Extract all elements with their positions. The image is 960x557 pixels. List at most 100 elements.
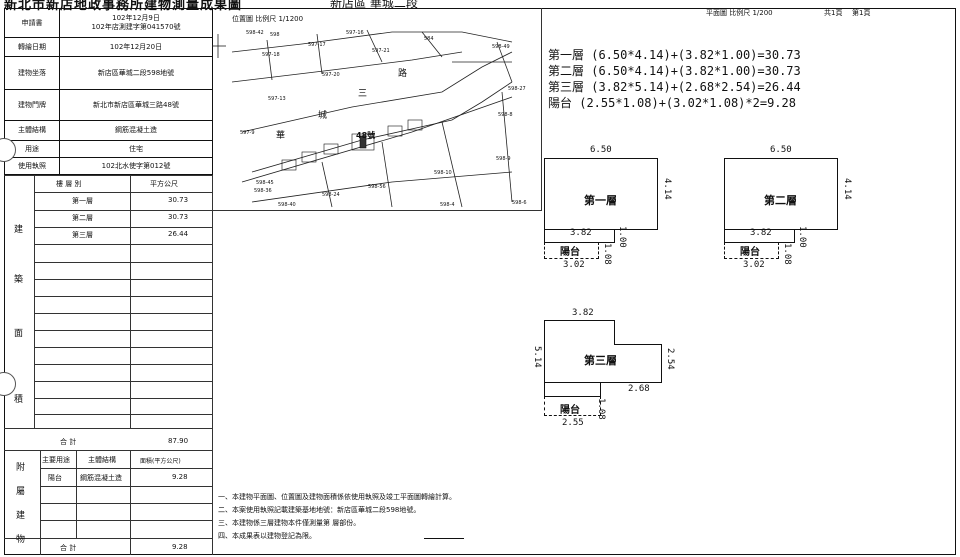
floor2-inner-dim: 3.82 (750, 228, 772, 238)
area-row-value: 30.73 (168, 196, 189, 204)
document-title: 新北市新店地政事務所建物測量成果圖 (4, 0, 243, 13)
parcel-label: 598-42 (246, 30, 264, 36)
side-char: 面 (14, 329, 24, 339)
floor1-right-dim: 4.14 (662, 178, 672, 200)
parcel-label: 598-36 (254, 188, 272, 194)
annex-header-use: 主要用途 (42, 456, 70, 464)
floor1-name: 第一層 (584, 194, 617, 207)
floor3-bottom-dim: 2.55 (562, 418, 584, 428)
floor2-bottom-dim: 3.02 (743, 260, 765, 270)
page-number: 第1頁 (852, 9, 871, 17)
formula-line: 第二層 (6.50*4.14)+(3.82*1.00)=30.73 (548, 64, 801, 78)
floor1-balcony: 陽台 (560, 247, 580, 258)
annex-header-area: 面積(平方公尺) (140, 458, 181, 465)
door-label: 建物門牌 (4, 89, 60, 121)
license-value: 102北水使字第012號 (59, 157, 213, 175)
location-map-drawing (212, 29, 513, 208)
parcel-label: 597-20 (322, 72, 340, 78)
floor2-top-dim: 6.50 (770, 145, 792, 155)
annex-total-value: 9.28 (172, 543, 188, 551)
annex-side-char: 建 (16, 511, 26, 521)
formula-line: 第三層 (3.82*5.14)+(2.68*2.54)=26.44 (548, 80, 801, 94)
note-line: 三、本建物係三層建物本件僅測量第 層部份。 (218, 519, 361, 527)
parcel-label: 598-24 (322, 192, 340, 198)
parcel-label: 597-9 (240, 130, 255, 136)
annex-row-use: 陽台 (48, 474, 62, 482)
survey-date-label: 轉繪日期 (4, 37, 60, 57)
applicant-no: 102年店測建字第041570號 (91, 23, 181, 31)
parcel-label: 598-45 (256, 180, 274, 186)
parcel-label: 598 (270, 32, 280, 38)
parcel-label: 597-17 (308, 42, 326, 48)
road-char: 華 (276, 131, 286, 141)
parcel-label: 598-9 (496, 156, 511, 162)
area-row-floor: 第一層 (72, 197, 93, 205)
annex-header-structure: 主體結構 (88, 456, 116, 464)
annex-side-char: 物 (16, 535, 26, 545)
annex-row-area: 9.28 (172, 473, 188, 481)
side-char: 建 (14, 225, 24, 235)
document-subtitle: 新店區 華城二段 (330, 0, 418, 10)
floor3-right-dim: 2.54 (665, 348, 675, 370)
parcel-label: 597-18 (262, 52, 280, 58)
survey-date: 102年12月20日 (59, 37, 213, 57)
page-count: 共1頁 (824, 9, 843, 17)
area-row-floor: 第三層 (72, 231, 93, 239)
note-line: 四、本成果表以建物登記為限。 (218, 532, 316, 540)
applicant-label: 申請書 (4, 8, 60, 38)
parcel-label: 597-16 (346, 30, 364, 36)
floor2-bal-v: 1.08 (782, 243, 792, 265)
applicant-cell: 102年12月9日 102年店測建字第041570號 (59, 8, 213, 38)
site-label: 建物坐落 (4, 56, 60, 90)
formula-line: 陽台 (2.55*1.08)+(3.02*1.08)*2=9.28 (548, 96, 796, 110)
area-total-label: 合 計 (60, 438, 77, 446)
floor1-bal-v: 1.08 (602, 243, 612, 265)
parcel-label: 584 (424, 36, 434, 42)
door-value: 新北市新店區華城三路48號 (59, 89, 213, 121)
parcel-label: 598-40 (278, 202, 296, 208)
parcel-label: 597-21 (372, 48, 390, 54)
floor1-bottom-dim: 3.02 (563, 260, 585, 270)
license-label: 使用執照 (4, 157, 60, 175)
road-char: 路 (398, 69, 408, 79)
plan-scale-label: 平面圖 比例尺 1/200 (706, 9, 773, 17)
parcel-label: 598-49 (492, 44, 510, 50)
applicant-date: 102年12月9日 (112, 14, 160, 23)
parcel-label: 598-8 (498, 112, 513, 118)
building-number: 48號 (356, 131, 376, 140)
area-total-value: 87.90 (168, 437, 189, 445)
floor3-balcony: 陽台 (560, 405, 580, 416)
area-header-unit: 平方公尺 (150, 180, 178, 188)
floor1-top-dim: 6.50 (590, 145, 612, 155)
note-line: 一、本建物平面圖、位置圖及建物面積係依使用執照及竣工平面圖轉繪計算。 (218, 493, 456, 501)
annex-side-char: 附 (16, 463, 26, 473)
parcel-label: 598-4 (440, 202, 455, 208)
floor2-right-dim: 4.14 (842, 178, 852, 200)
road-char: 城 (318, 111, 328, 121)
area-row-floor: 第二層 (72, 214, 93, 222)
side-char: 築 (14, 275, 24, 285)
note-line: 二、本案使用執照記載建築基地地號：新店區華城二段598地號。 (218, 506, 421, 514)
outer-frame (4, 8, 956, 555)
site-value: 新店區華城二段598地號 (59, 56, 213, 90)
signature-line (424, 538, 464, 539)
formula-line: 第一層 (6.50*4.14)+(3.82*1.00)=30.73 (548, 48, 801, 62)
floor1-inner-v: 1.00 (617, 226, 627, 248)
road-char: 三 (358, 89, 368, 99)
annex-side-char: 屬 (16, 487, 26, 497)
floor3-left-dim: 5.14 (532, 346, 542, 368)
floor3-name: 第三層 (584, 354, 617, 367)
structure-value: 鋼筋混凝土造 (59, 120, 213, 141)
floor2-inner-v: 1.00 (797, 226, 807, 248)
use-value: 住宅 (59, 140, 213, 158)
area-header-floor: 樓 層 別 (56, 180, 82, 188)
floor2-name: 第二層 (764, 194, 797, 207)
floor1-inner-dim: 3.82 (570, 228, 592, 238)
parcel-label: 597-13 (268, 96, 286, 102)
location-scale-label: 位置圖 比例尺 1/1200 (232, 15, 304, 23)
annex-total-label: 合 計 (60, 544, 77, 552)
parcel-label: 598-10 (434, 170, 452, 176)
annex-row-structure: 鋼筋混凝土造 (80, 474, 122, 482)
floor2-balcony: 陽台 (740, 247, 760, 258)
parcel-label: 598-56 (368, 184, 386, 190)
